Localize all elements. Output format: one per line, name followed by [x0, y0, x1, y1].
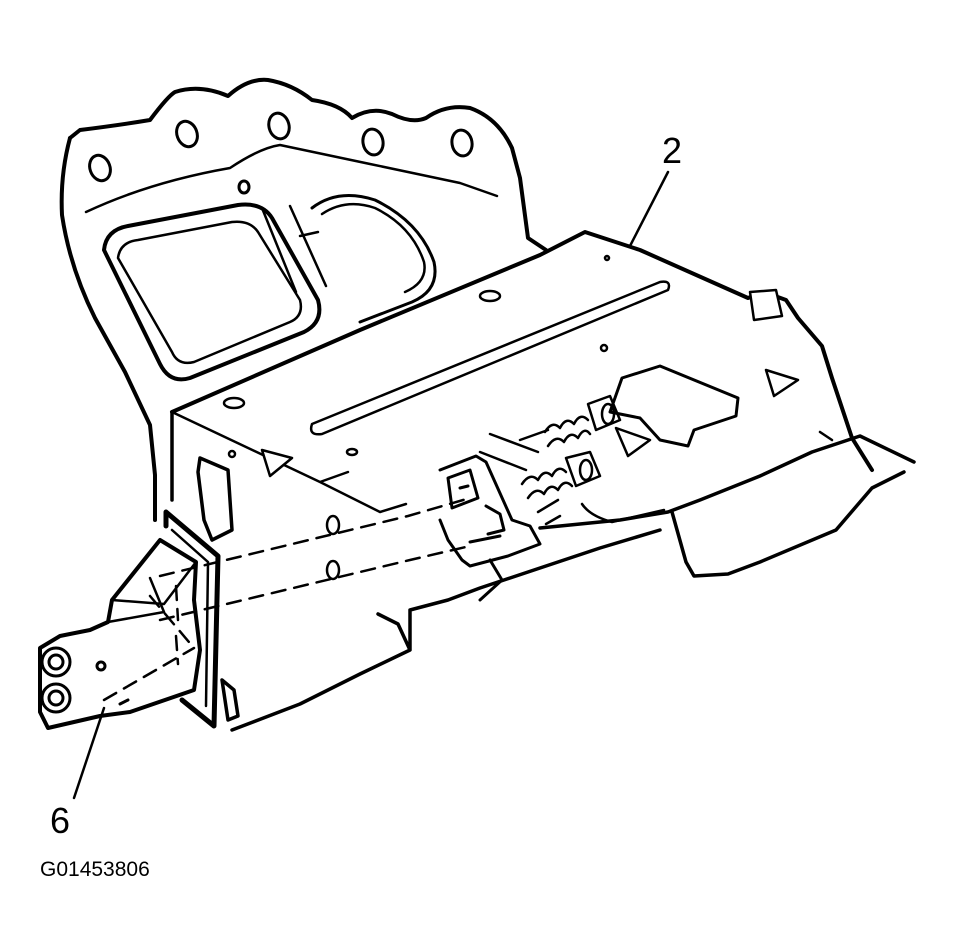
square-opening-inner	[116, 220, 303, 365]
callout-label-6: 6	[50, 800, 71, 841]
right-inner-lines	[580, 430, 834, 524]
flange-holes	[88, 111, 474, 195]
round-opening-inner	[320, 202, 426, 294]
support-bracket	[38, 538, 202, 730]
flange-inner-edge	[84, 143, 499, 214]
round-opening-outer	[310, 194, 437, 324]
locator-tabs	[260, 288, 800, 478]
body-top-inner-edge	[170, 410, 408, 514]
body-lower-edge	[230, 528, 662, 732]
mating-holes	[325, 514, 341, 581]
bracket-fold	[106, 560, 198, 624]
top-holes	[222, 254, 611, 459]
bolt-upper	[543, 394, 622, 448]
callout-label-2: 2	[662, 130, 683, 171]
seal-plate	[163, 509, 221, 729]
bolt-lower	[520, 450, 602, 500]
seal-plate-inner	[170, 528, 210, 708]
bracket-holes	[40, 646, 130, 714]
center-mechanism	[438, 454, 542, 602]
top-slot	[309, 280, 671, 436]
center-bracket-lines	[478, 428, 562, 526]
top-flange	[68, 77, 548, 252]
leader-line-2	[628, 170, 670, 248]
square-opening-outer	[102, 202, 322, 382]
right-step	[608, 364, 740, 448]
left-contour	[59, 136, 157, 522]
right-side-wall	[538, 434, 916, 578]
body-front-face	[170, 410, 240, 722]
opening-divider	[260, 204, 328, 294]
leader-line-6	[72, 706, 106, 800]
figure-id: G01453806	[40, 858, 150, 881]
